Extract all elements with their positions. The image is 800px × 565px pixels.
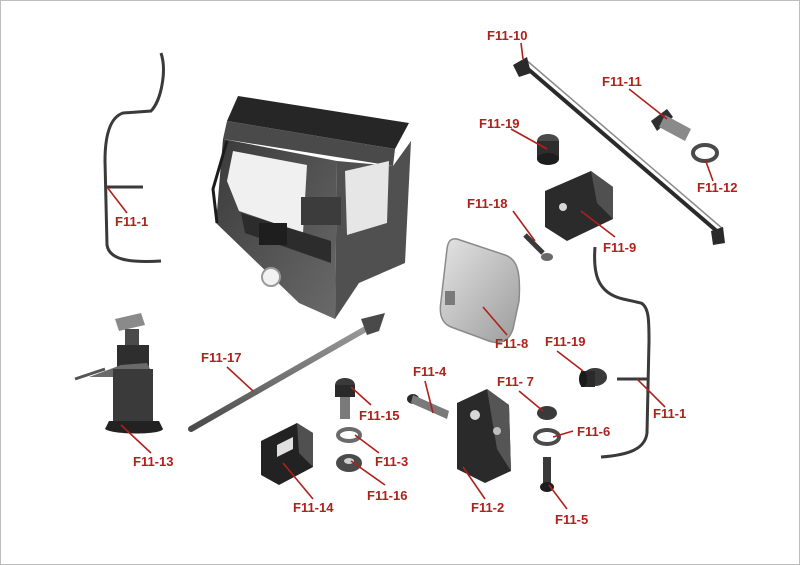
block-f11-14 (261, 423, 313, 485)
bushing-f11-19-mid (579, 368, 607, 387)
grab-handle-left (103, 52, 165, 263)
label-f11-18: F11-18 (467, 196, 508, 211)
long-brace-part (513, 57, 725, 245)
label-f11-10: F11-10 (487, 28, 528, 43)
label-f11-12: F11-12 (697, 180, 738, 195)
screw-f11-18 (523, 233, 553, 261)
washer-f11-6 (533, 428, 561, 446)
leader-lines (106, 42, 714, 510)
washer-f11-12 (691, 143, 719, 163)
label-f11-19-top: F11-19 (479, 116, 520, 131)
bracket-f11-9 (545, 171, 613, 241)
bolt-f11-5 (540, 457, 554, 492)
bolt-f11-4 (407, 394, 449, 419)
label-f11-13: F11-13 (133, 454, 174, 469)
label-f11-7: F11- 7 (497, 374, 534, 389)
cab-part (211, 96, 411, 319)
label-f11-9: F11-9 (603, 240, 637, 255)
label-f11-6: F11-6 (577, 424, 611, 439)
mirror-f11-8 (439, 238, 521, 344)
stand-f11-13 (74, 313, 163, 434)
label-f11-4: F11-4 (413, 364, 447, 379)
label-f11-15: F11-15 (359, 408, 400, 423)
washer-f11-3 (336, 427, 362, 443)
label-f11-11: F11-11 (602, 74, 642, 89)
hinge-bracket-f11-2 (457, 389, 511, 483)
grab-handle-right (593, 246, 651, 459)
label-f11-17: F11-17 (201, 350, 242, 365)
label-f11-1-left: F11-1 (115, 214, 149, 229)
bolt-f11-15 (335, 378, 355, 419)
label-f11-5: F11-5 (555, 512, 589, 527)
bushing-f11-19-top (537, 134, 559, 165)
label-f11-19-mid: F11-19 (545, 334, 586, 349)
label-f11-2: F11-2 (471, 500, 505, 515)
label-f11-8: F11-8 (495, 336, 529, 351)
label-f11-1-right: F11-1 (653, 406, 687, 421)
rod-f11-17 (188, 313, 385, 432)
label-f11-14: F11-14 (293, 500, 334, 515)
bolt-f11-11 (651, 109, 691, 141)
label-f11-3: F11-3 (375, 454, 409, 469)
label-f11-16: F11-16 (367, 488, 408, 503)
nut-f11-16 (336, 454, 362, 472)
